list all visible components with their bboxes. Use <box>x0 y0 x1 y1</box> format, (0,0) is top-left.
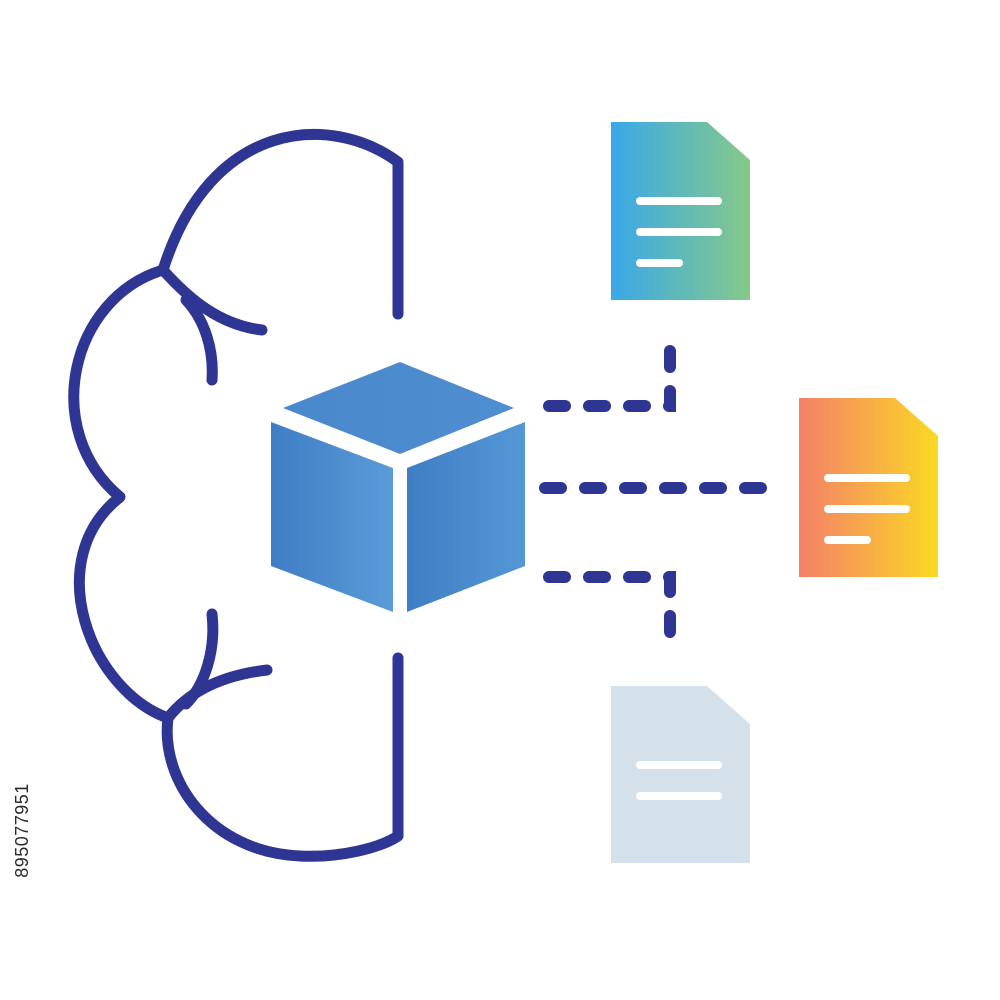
cube-left-face <box>271 422 393 612</box>
connector-bottom <box>543 571 676 640</box>
document-icon <box>611 122 750 300</box>
document-icon <box>611 686 750 863</box>
data-cube-icon <box>271 362 525 612</box>
cube-right-face <box>407 422 525 612</box>
connector-top <box>543 344 676 412</box>
document-icon <box>799 398 938 577</box>
document-bottom-sheet <box>611 686 750 863</box>
document-top-sheet <box>611 122 750 300</box>
stock-id-label: 895077951 <box>8 760 36 900</box>
cube-top-face <box>283 362 514 454</box>
brain-outline-icon <box>68 128 404 862</box>
connector-lines <box>539 344 771 640</box>
document-middle-sheet <box>799 398 938 577</box>
stock-id-text: 895077951 <box>11 782 32 878</box>
